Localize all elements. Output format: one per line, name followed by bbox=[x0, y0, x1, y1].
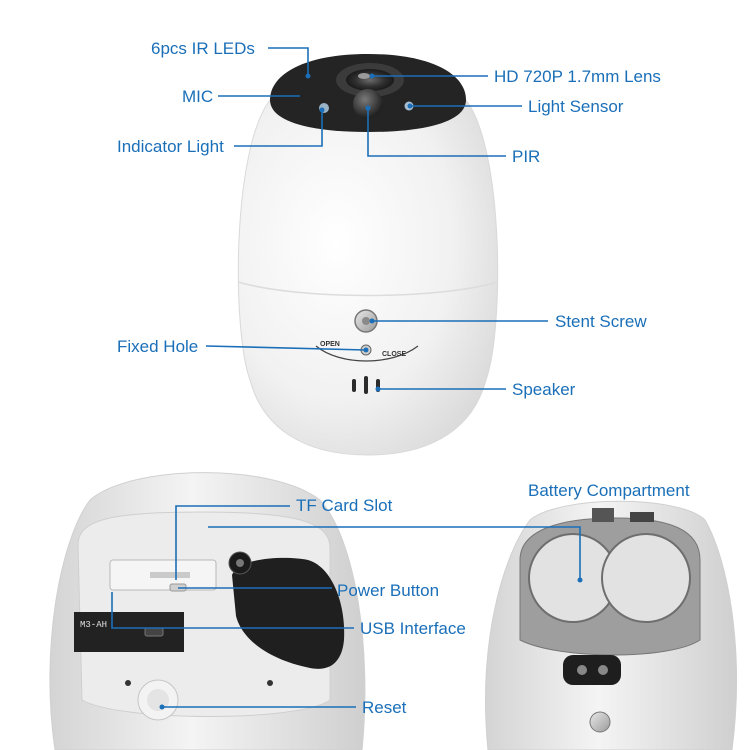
usb-interface-icon bbox=[144, 627, 164, 637]
dot-battery bbox=[577, 577, 583, 583]
label-speaker: Speaker bbox=[512, 380, 576, 399]
leader-lines bbox=[111, 47, 583, 710]
rubber-cover bbox=[232, 557, 345, 669]
leader-usb-interface bbox=[111, 592, 354, 629]
label-mic: MIC bbox=[182, 87, 214, 106]
label-battery-compartment: Battery Compartment bbox=[528, 481, 690, 500]
screw-center bbox=[362, 317, 370, 325]
dot-stent-screw bbox=[369, 318, 375, 324]
battery-clip bbox=[630, 512, 654, 522]
leader-indicator-light bbox=[234, 110, 323, 147]
leader-ir-leds bbox=[268, 47, 309, 76]
dot-ir-leds bbox=[305, 73, 311, 79]
dot-fixed-hole bbox=[363, 347, 369, 353]
dot-lens bbox=[369, 73, 375, 79]
dot-speaker bbox=[375, 386, 381, 392]
leader-tf-card bbox=[175, 505, 290, 580]
mount-screw-icon bbox=[589, 711, 611, 733]
port-pin-2 bbox=[598, 665, 608, 675]
lens-icon bbox=[346, 69, 394, 91]
charging-port-icon bbox=[563, 655, 621, 685]
battery-slot-right bbox=[601, 533, 691, 623]
label-power-button: Power Button bbox=[337, 581, 440, 600]
dot-indicator bbox=[319, 107, 325, 113]
label-reset: Reset bbox=[362, 698, 407, 717]
lens-glint bbox=[358, 73, 370, 79]
camera-body bbox=[237, 99, 499, 456]
label-ir-leds: 6pcs IR LEDs bbox=[151, 39, 255, 58]
open-close-arc bbox=[315, 345, 419, 362]
dot-light-sensor bbox=[407, 103, 413, 109]
label-lens: HD 720P 1.7mm Lens bbox=[494, 67, 661, 86]
label-pir: PIR bbox=[512, 147, 541, 166]
dot-pir bbox=[365, 105, 371, 111]
label-usb-interface: USB Interface bbox=[360, 619, 466, 638]
label-fixed-hole: Fixed Hole bbox=[117, 337, 199, 356]
leader-fixed-hole bbox=[205, 345, 367, 351]
pir-sensor-icon bbox=[353, 89, 383, 119]
underside-screw-1 bbox=[125, 680, 131, 686]
body-seam bbox=[237, 281, 499, 297]
underside-screw-2 bbox=[267, 680, 273, 686]
camera-front-view: OPEN CLOSE bbox=[237, 54, 499, 456]
label-indicator-light: Indicator Light bbox=[117, 137, 224, 156]
model-label-plate bbox=[74, 612, 184, 652]
leader-pir bbox=[367, 108, 506, 157]
close-marking: CLOSE bbox=[382, 351, 406, 358]
port-pin-1 bbox=[577, 665, 587, 675]
battery-latch bbox=[592, 508, 614, 522]
label-tf-card-slot: TF Card Slot bbox=[296, 496, 393, 515]
label-light-sensor: Light Sensor bbox=[528, 97, 624, 116]
camera-underside-view: M3-AH bbox=[49, 472, 366, 750]
leader-tf-card-slot-2 bbox=[208, 526, 581, 580]
cover-hinge-screw bbox=[236, 559, 244, 567]
slot-opening bbox=[150, 572, 190, 578]
label-stent-screw: Stent Screw bbox=[555, 312, 647, 331]
dot-reset bbox=[159, 704, 165, 710]
model-marking: M3-AH bbox=[80, 620, 107, 630]
open-marking: OPEN bbox=[320, 341, 340, 348]
camera-battery-view bbox=[485, 500, 737, 750]
